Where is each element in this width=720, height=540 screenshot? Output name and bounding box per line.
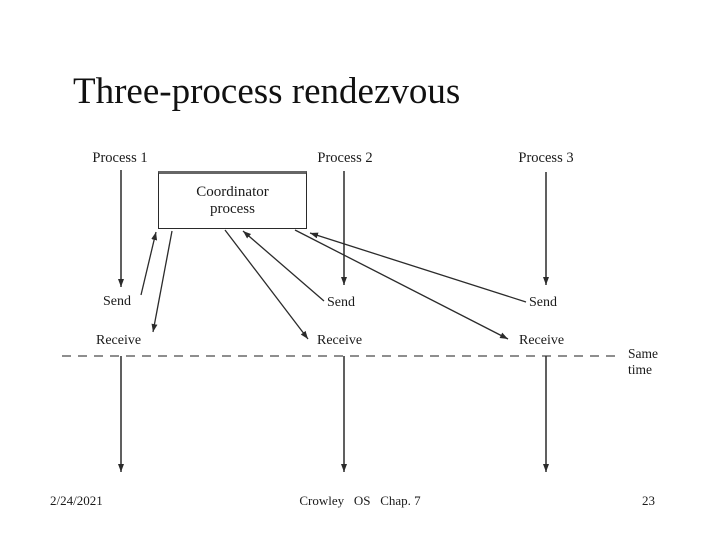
slide-title: Three-process rendezvous: [73, 71, 461, 112]
footer-date: 2/24/2021: [50, 493, 103, 508]
process-1-receive-label: Receive: [96, 333, 142, 348]
coordinator-box-line1: Coordinator: [196, 184, 269, 200]
process-1-send-label: Send: [103, 294, 131, 309]
footer-course-info: Crowley OS Chap. 7: [299, 493, 421, 508]
process-2-receive-arrow: [224, 229, 309, 340]
same-time-line1: Same: [628, 346, 658, 361]
process-1-send-arrow: [140, 231, 158, 296]
process-3-receive-label: Receive: [519, 333, 565, 348]
coordinator-box-line2: process: [210, 201, 255, 217]
process-3-label: Process 3: [518, 150, 574, 166]
process-3-send-arrow: [309, 232, 527, 303]
process-3-send-label: Send: [529, 295, 557, 310]
process-1-receive-arrow: [151, 230, 173, 333]
same-time-label: Same time: [628, 346, 658, 377]
process-3-receive-arrow: [294, 229, 509, 340]
coordinator-process-box: Coordinator process: [158, 171, 307, 229]
process-2-send-label: Send: [327, 295, 355, 310]
process-2-send-arrow: [242, 230, 325, 302]
same-time-line2: time: [628, 361, 652, 377]
process-2-receive-label: Receive: [317, 333, 363, 348]
process-2-label: Process 2: [317, 150, 373, 166]
process-1-label: Process 1: [92, 150, 148, 166]
footer-page-number: 23: [642, 493, 655, 508]
